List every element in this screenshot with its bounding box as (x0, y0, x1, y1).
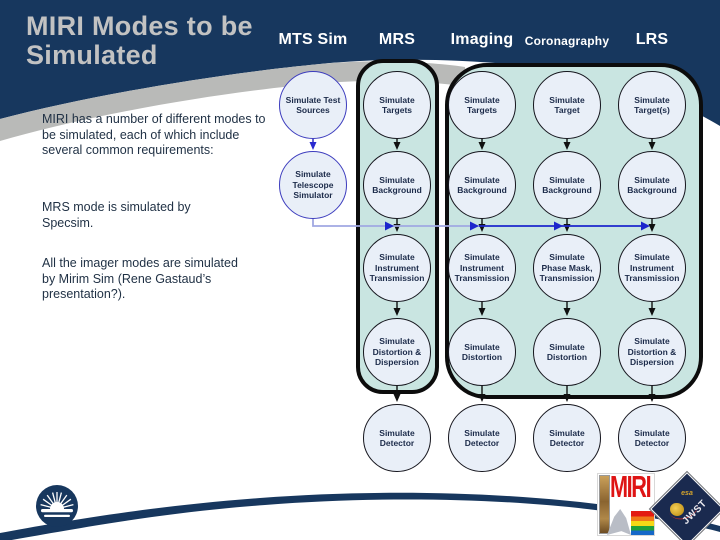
node-coronagraphy-distortion: Simulate Distortion (533, 318, 601, 386)
node-mrs-detector: Simulate Detector (363, 404, 431, 472)
column-header-lrs: LRS (635, 31, 669, 48)
jwst-logo-inner: esa JWST (661, 483, 713, 535)
node-mts-test-sources: Simulate Test Sources (279, 71, 347, 139)
slide-title: MIRI Modes to be Simulated (26, 11, 253, 70)
miri-logo-photo-strip (599, 475, 610, 534)
node-mrs-distortion-dispersion: Simulate Distortion & Dispersion (363, 318, 431, 386)
node-imaging-background: Simulate Background (448, 151, 516, 219)
node-lrs-distortion-dispersion: Simulate Distortion & Dispersion (618, 318, 686, 386)
miri-logo: MIRI (597, 469, 655, 536)
node-imaging-targets: Simulate Targets (448, 71, 516, 139)
node-imaging-distortion: Simulate Distortion (448, 318, 516, 386)
node-mrs-instrument-transmission: Simulate Instrument Transmission (363, 234, 431, 302)
column-header-mts-sim: MTS Sim (278, 31, 348, 48)
jwst-logo-mirror-icon (670, 503, 684, 516)
column-header-coronagraphy: Coronagraphy (524, 34, 610, 48)
node-lrs-targets: Simulate Target(s) (618, 71, 686, 139)
miri-logo-text: MIRI (610, 469, 652, 504)
body-paragraph-imager: All the imager modes are simulated by Mi… (42, 256, 238, 302)
miri-logo-telescope-shape (607, 509, 631, 535)
node-imaging-detector: Simulate Detector (448, 404, 516, 472)
miri-logo-rainbow (631, 511, 654, 535)
node-lrs-background: Simulate Background (618, 151, 686, 219)
node-mrs-targets: Simulate Targets (363, 71, 431, 139)
jwst-logo: esa JWST (648, 470, 720, 540)
column-header-imaging: Imaging (450, 31, 514, 48)
node-coronagraphy-detector: Simulate Detector (533, 404, 601, 472)
node-lrs-detector: Simulate Detector (618, 404, 686, 472)
body-paragraph-requirements: MIRI has a number of different modes to … (42, 112, 266, 158)
node-mts-telescope-simulator: Simulate Telescope Simulator (279, 151, 347, 219)
node-coronagraphy-background: Simulate Background (533, 151, 601, 219)
node-coronagraphy-phase-mask-transmission: Simulate Phase Mask, Transmission (533, 234, 601, 302)
node-coronagraphy-target: Simulate Target (533, 71, 601, 139)
node-lrs-instrument-transmission: Simulate Instrument Transmission (618, 234, 686, 302)
node-imaging-instrument-transmission: Simulate Instrument Transmission (448, 234, 516, 302)
body-paragraph-mrs: MRS mode is simulated by Specsim. (42, 200, 191, 230)
node-mrs-background: Simulate Background (363, 151, 431, 219)
column-header-mrs: MRS (378, 31, 416, 48)
sunrise-logo (36, 485, 78, 527)
